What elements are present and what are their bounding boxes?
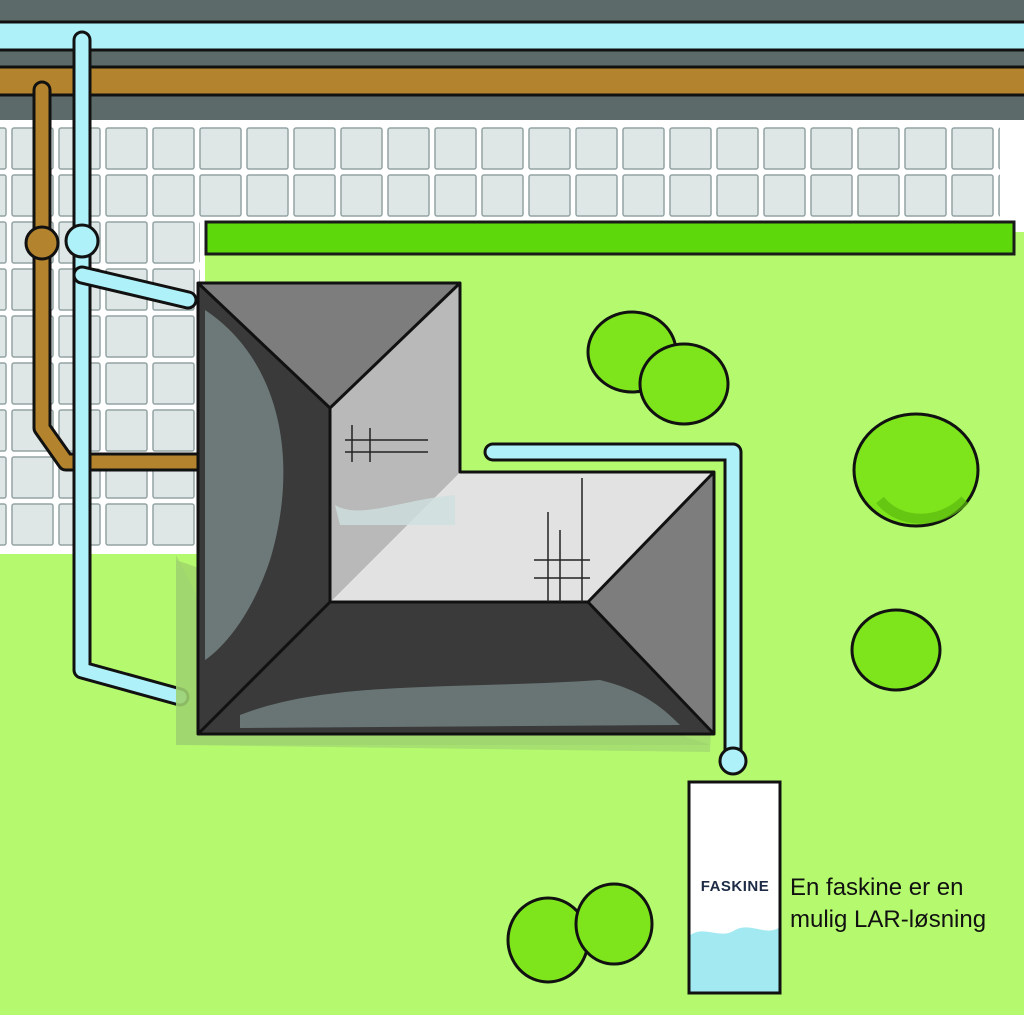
tank-icon: [687, 780, 782, 995]
pipe-joint-icon: [718, 746, 748, 776]
bush-icon: [506, 882, 654, 984]
downspout-pipe: [483, 442, 743, 770]
bush-icon: [850, 608, 942, 692]
caption-line-1: En faskine er en: [790, 874, 964, 901]
bush-icon: [852, 412, 980, 528]
caption-line-2: mulig LAR-løsning: [790, 906, 987, 933]
hedge: [204, 220, 1016, 256]
tank-label: FASKINE: [700, 878, 770, 895]
bush-icon: [586, 310, 730, 426]
house-roof-icon: [176, 281, 716, 752]
main-water-pipe: [0, 20, 1024, 52]
pipe-joint-icon: [64, 223, 100, 259]
road: [0, 0, 1024, 120]
caption: En faskine er en mulig LAR-løsning: [790, 872, 1020, 936]
main-sewer-pipe: [0, 65, 1024, 97]
pipe-joint-icon: [24, 225, 60, 261]
